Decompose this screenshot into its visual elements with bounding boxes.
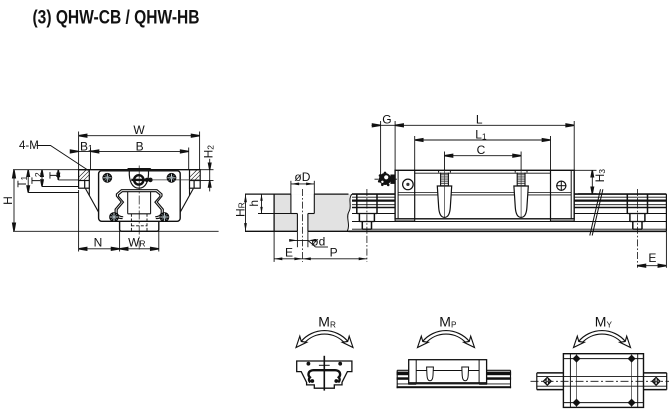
svg-text:P: P: [330, 246, 338, 260]
svg-text:E: E: [285, 246, 293, 260]
svg-text:L1: L1: [475, 128, 487, 142]
svg-text:H3: H3: [593, 169, 607, 183]
svg-text:MY: MY: [595, 313, 613, 329]
svg-text:(3) QHW-CB / QHW-HB: (3) QHW-CB / QHW-HB: [33, 6, 200, 28]
svg-text:H: H: [1, 196, 15, 205]
svg-text:MP: MP: [439, 313, 457, 329]
svg-text:MR: MR: [318, 313, 336, 329]
svg-text:B1: B1: [80, 139, 93, 153]
svg-text:N: N: [94, 235, 103, 249]
svg-text:T: T: [49, 172, 61, 179]
svg-text:E: E: [648, 251, 656, 265]
svg-text:W: W: [133, 123, 145, 137]
svg-text:T1: T1: [17, 175, 29, 187]
svg-text:T2: T2: [31, 172, 43, 184]
svg-text:4-M: 4-M: [19, 140, 39, 152]
svg-text:øD: øD: [294, 170, 310, 184]
svg-text:ød: ød: [311, 234, 325, 248]
svg-text:C: C: [477, 143, 486, 157]
svg-text:B: B: [136, 139, 144, 153]
svg-text:h: h: [247, 200, 261, 207]
svg-text:WR: WR: [128, 235, 145, 249]
svg-text:HR: HR: [233, 202, 247, 217]
svg-text:H2: H2: [202, 145, 216, 159]
svg-text:G: G: [382, 112, 391, 126]
svg-text:L: L: [476, 112, 483, 126]
